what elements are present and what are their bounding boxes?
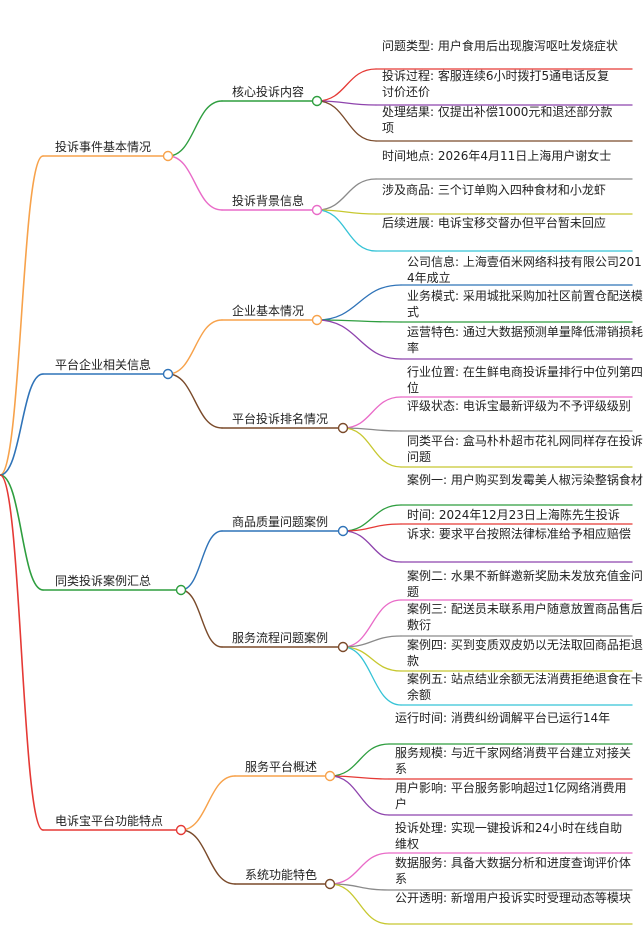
node-knob[interactable]	[162, 150, 174, 162]
leaf-text: 案例三: 配送员未联系用户随意放置商品售后敷衍	[407, 602, 643, 632]
topic-1: 投诉事件基本情况	[55, 140, 152, 154]
subtopic-1-1: 核心投诉内容	[232, 85, 305, 99]
leaf-text: 数据服务: 具备大数据分析和进度查询评价体系	[395, 856, 631, 886]
node-knob[interactable]	[311, 95, 323, 107]
leaf-text: 服务规模: 与近千家网络消费平台建立对接关系	[395, 746, 631, 776]
subtopic-2-2: 平台投诉排名情况	[232, 412, 329, 426]
leaf-text: 案例一: 用户购买到发霉美人椒污染整锅食材	[407, 473, 643, 487]
node-knob[interactable]	[337, 641, 349, 653]
leaf-text: 涉及商品: 三个订单购入四种食材和小龙虾	[382, 183, 606, 197]
leaf-text: 运营特色: 通过大数据预测单量降低滞销损耗率	[407, 325, 643, 355]
leaf-text: 评级状态: 电诉宝最新评级为不予评级级别	[407, 399, 631, 413]
leaf-text: 时间: 2024年12月23日上海陈先生投诉	[407, 508, 620, 522]
leaf-text: 业务模式: 采用城批采购加社区前置仓配送模式	[407, 289, 643, 319]
subtopic-4-2: 系统功能特色	[245, 868, 318, 882]
leaf-text: 诉求: 要求平台按照法律标准给予相应赔偿	[407, 527, 631, 541]
node-knob[interactable]	[311, 204, 323, 216]
leaf-text: 案例二: 水果不新鲜邀新奖励未发放充值金问题	[407, 569, 643, 599]
topic-4: 电诉宝平台功能特点	[55, 814, 164, 828]
subtopic-3-2: 服务流程问题案例	[232, 631, 329, 645]
leaf-text: 行业位置: 在生鲜电商投诉量排行中位列第四位	[407, 365, 643, 395]
leaf-text: 同类平台: 盒马朴朴超市花礼网同样存在投诉问题	[407, 434, 643, 464]
leaf-text: 投诉处理: 实现一键投诉和24小时在线自助维权	[395, 821, 623, 851]
topic-3: 同类投诉案例汇总	[55, 574, 152, 588]
leaf-text: 公司信息: 上海壹佰米网络科技有限公司2014年成立	[407, 255, 642, 285]
subtopic-2-1: 企业基本情况	[232, 304, 305, 318]
leaf-text: 案例四: 买到变质双皮奶以无法取回商品拒退款	[407, 638, 643, 668]
leaf-text: 问题类型: 用户食用后出现腹泻呕吐发烧症状	[382, 39, 618, 53]
leaf-text: 投诉过程: 客服连续6小时拨打5通电话反复讨价还价	[382, 69, 610, 99]
node-knob[interactable]	[175, 584, 187, 596]
leaf-text: 后续进展: 电诉宝移交督办但平台暂未回应	[382, 216, 606, 230]
node-knob[interactable]	[162, 368, 174, 380]
node-knob[interactable]	[337, 525, 349, 537]
node-knob[interactable]	[337, 422, 349, 434]
leaf-text: 时间地点: 2026年4月11日上海用户谢女士	[382, 149, 612, 163]
node-knob[interactable]	[311, 314, 323, 326]
topic-2: 平台企业相关信息	[55, 358, 152, 372]
leaf-text: 公开透明: 新增用户投诉实时受理动态等模块	[395, 891, 631, 905]
leaf-text: 案例五: 站点结业余额无法消费拒绝退食在卡余额	[407, 672, 643, 702]
subtopic-3-1: 商品质量问题案例	[232, 515, 329, 529]
subtopic-1-2: 投诉背景信息	[232, 194, 305, 208]
node-knob[interactable]	[175, 824, 187, 836]
leaf-text: 运行时间: 消费纠纷调解平台已运行14年	[395, 711, 611, 725]
node-knob[interactable]	[324, 878, 336, 890]
leaf-text: 用户影响: 平台服务影响超过1亿网络消费用户	[395, 781, 627, 811]
subtopic-4-1: 服务平台概述	[245, 760, 318, 774]
leaf-text: 处理结果: 仅提出补偿1000元和退还部分款项	[382, 105, 613, 135]
node-knob[interactable]	[324, 770, 336, 782]
